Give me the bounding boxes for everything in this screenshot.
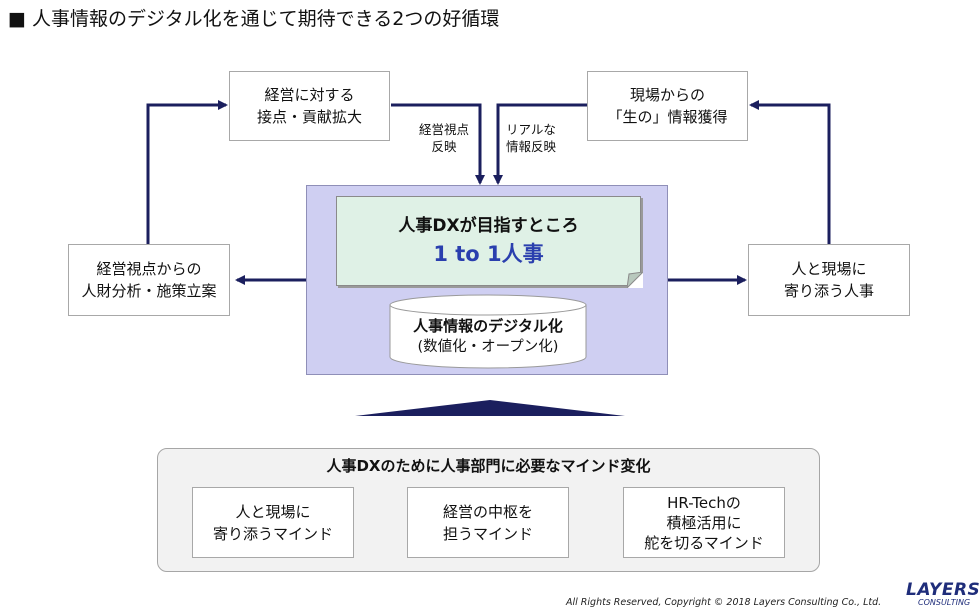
label-management-reflect: 経営視点 反映 <box>412 121 476 155</box>
goal-note: 人事DXが目指すところ 1 to 1人事 <box>336 196 641 286</box>
mindset-line: 経営の中枢を <box>442 502 533 521</box>
mindset-line: HR-Techの <box>667 493 741 512</box>
mindset-line: 担うマインド <box>442 524 533 543</box>
mindset-line: 積極活用に <box>666 513 742 532</box>
database-cylinder-icon <box>389 294 587 369</box>
arrow-management-to-center <box>391 103 485 185</box>
box-line: 経営視点からの <box>96 260 202 278</box>
logo-subtitle: CONSULTING <box>918 598 971 607</box>
mindset-title: 人事DXのために人事部門に必要なマインド変化 <box>326 457 651 475</box>
note-fold-icon <box>627 272 643 288</box>
up-triangle <box>355 400 625 416</box>
database-label: 人事情報のデジタル化 (数値化・オープン化) <box>390 316 586 358</box>
mindset-line: 舵を切るマインド <box>644 533 764 552</box>
page-title: ■ 人事情報のデジタル化を通じて期待できる2つの好循環 <box>8 8 500 30</box>
box-line: 現場からの <box>629 86 705 104</box>
box-line: 寄り添う人事 <box>783 282 874 300</box>
database-subtitle: (数値化・オープン化) <box>417 339 559 355</box>
database-title: 人事情報のデジタル化 <box>413 317 563 335</box>
mindset-item: HR-Techの 積極活用に 舵を切るマインド <box>623 487 785 558</box>
logo-wordmark: LAYERS <box>906 580 980 600</box>
label-real-reflect: リアルな 情報反映 <box>498 121 564 155</box>
box-field-info: 現場からの 「生の」情報獲得 <box>587 71 748 141</box>
box-people-field: 人と現場に 寄り添う人事 <box>748 244 910 316</box>
label-line: 情報反映 <box>505 139 556 154</box>
label-line: リアルな <box>506 122 556 137</box>
label-line: 経営視点 <box>418 122 469 137</box>
box-line: 接点・貢献拡大 <box>256 108 362 126</box>
arrow-analysis-to-management <box>146 100 228 244</box>
company-logo: LAYERS CONSULTING <box>906 580 980 608</box>
box-analysis-planning: 経営視点からの 人財分析・施策立案 <box>68 244 230 316</box>
copyright-text: All Rights Reserved, Copyright © 2018 La… <box>566 597 882 608</box>
goal-heading: 人事DXが目指すところ <box>398 216 579 236</box>
mindset-line: 人と現場に <box>235 502 311 521</box>
box-line: 経営に対する <box>264 86 355 104</box>
mindset-item: 経営の中枢を 担うマインド <box>407 487 569 558</box>
box-management-contact: 経営に対する 接点・貢献拡大 <box>229 71 390 141</box>
mindset-line: 寄り添うマインド <box>212 524 333 543</box>
label-line: 反映 <box>431 139 457 154</box>
arrow-field-to-center <box>493 103 588 185</box>
box-line: 人財分析・施策立案 <box>81 282 217 300</box>
goal-one-to-one: 1 to 1人事 <box>433 242 544 266</box>
box-line: 「生の」情報獲得 <box>607 108 728 126</box>
box-line: 人と現場に <box>791 260 867 278</box>
arrow-people-to-field <box>749 100 831 244</box>
mindset-item: 人と現場に 寄り添うマインド <box>192 487 354 558</box>
